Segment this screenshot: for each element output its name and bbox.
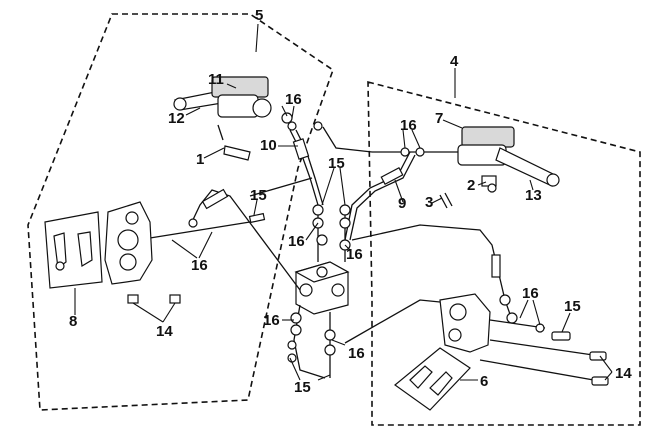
left-caliper bbox=[104, 201, 153, 285]
callout-6: 6 bbox=[480, 373, 488, 390]
right-caliper bbox=[439, 293, 491, 353]
callout-15-right: 15 bbox=[564, 298, 581, 315]
leader-lines bbox=[74, 23, 613, 381]
callout-16-right-caliper: 16 bbox=[522, 285, 539, 302]
junction-block bbox=[294, 261, 350, 315]
callout-12: 12 bbox=[168, 110, 185, 127]
hose-crossover bbox=[322, 126, 373, 153]
right-brake-pads bbox=[394, 347, 471, 411]
callout-14-right: 14 bbox=[615, 365, 632, 382]
callout-10: 10 bbox=[260, 137, 277, 154]
group-5-outline bbox=[27, 13, 334, 411]
hose-left-long-2 bbox=[249, 177, 313, 197]
callout-16-mid-left: 16 bbox=[288, 233, 305, 250]
block-lower-pipes bbox=[287, 304, 336, 379]
group-4-outline bbox=[367, 80, 641, 426]
callout-15-top: 15 bbox=[328, 155, 345, 172]
callout-7: 7 bbox=[435, 110, 443, 127]
brake-light-switch bbox=[217, 124, 251, 161]
left-caliper-bolts bbox=[127, 294, 181, 304]
right-caliper-pins bbox=[479, 319, 609, 386]
callout-16-lower-right: 16 bbox=[348, 345, 365, 362]
callout-16-top-right: 16 bbox=[400, 117, 417, 134]
callout-13: 13 bbox=[525, 187, 542, 204]
callout-16-top-left: 16 bbox=[285, 91, 302, 108]
hose-9 bbox=[344, 151, 416, 241]
banjo-right-1 bbox=[400, 147, 410, 157]
callout-5: 5 bbox=[255, 7, 263, 24]
hose-right-fittings bbox=[491, 254, 518, 324]
hose-10 bbox=[289, 129, 324, 206]
hose-left-long bbox=[189, 189, 301, 291]
callout-14-left: 14 bbox=[156, 323, 173, 340]
callout-16-lower-left: 16 bbox=[263, 312, 280, 329]
hose-left-fitting bbox=[188, 188, 266, 228]
callout-11: 11 bbox=[208, 71, 224, 88]
top-left-banjo bbox=[281, 112, 323, 131]
callout-9: 9 bbox=[398, 195, 406, 212]
callout-3: 3 bbox=[425, 194, 433, 211]
left-master-cylinder bbox=[173, 76, 272, 118]
hose-right-long bbox=[351, 224, 513, 321]
banjo-right-2 bbox=[415, 147, 425, 157]
callout-16-mid-right: 16 bbox=[346, 246, 363, 263]
left-brake-pads bbox=[44, 211, 103, 289]
block-upper-pipes bbox=[312, 204, 351, 262]
callout-15-left: 15 bbox=[250, 187, 267, 204]
hose-clip-3 bbox=[439, 192, 453, 209]
callout-1: 1 bbox=[196, 151, 204, 168]
callout-4: 4 bbox=[450, 53, 459, 70]
pipe-to-left-caliper bbox=[149, 221, 251, 239]
callout-15-bottom: 15 bbox=[294, 379, 311, 396]
callout-8: 8 bbox=[69, 313, 77, 330]
callout-2: 2 bbox=[467, 177, 475, 194]
callout-16-left-hose: 16 bbox=[191, 257, 208, 274]
callout-labels: 5 4 11 12 1 10 16 7 16 2 3 9 13 15 15 16… bbox=[69, 7, 632, 396]
right-master-cylinder bbox=[457, 126, 560, 193]
